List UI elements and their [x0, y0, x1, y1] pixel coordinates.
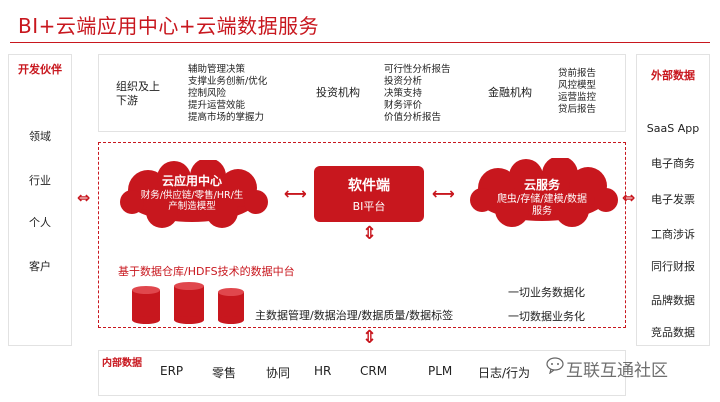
- double-arrow-icon: ⟷: [284, 184, 307, 203]
- institution-point: 控制风险: [188, 88, 227, 99]
- institution-name: 金融机构: [488, 86, 532, 99]
- data-slogan-2: 一切数据业务化: [508, 310, 585, 323]
- internal-system-item: ERP: [160, 364, 184, 378]
- page-title: BI+云端应用中心+云端数据服务: [18, 14, 320, 38]
- cloud-apps-label: 云应用中心 财务/供应链/零售/HR/生产制造模型: [124, 172, 260, 212]
- platform-panel: [98, 142, 626, 328]
- cloud-service-shape: [470, 158, 618, 227]
- internal-system-item: CRM: [360, 364, 388, 378]
- cloud-apps-shape: [120, 160, 268, 228]
- external-item: 工商涉诉: [651, 228, 695, 241]
- institution-point: 提升运营效能: [188, 100, 246, 111]
- partner-item: 领域: [29, 130, 51, 143]
- institution-point: 风控模型: [558, 80, 597, 91]
- double-arrow-icon: ⇔: [622, 188, 636, 207]
- cloud-apps-title: 云应用中心: [161, 174, 222, 188]
- institution-point: 提高市场的掌握力: [188, 112, 265, 123]
- external-item: 电子发票: [651, 193, 695, 206]
- institution-point: 支撑业务创新/优化: [188, 76, 268, 87]
- external-item: 品牌数据: [651, 294, 695, 307]
- software-core-box: 软件端 BI平台: [314, 166, 424, 222]
- double-arrow-icon: ⇔: [77, 188, 91, 207]
- software-subtitle: BI平台: [352, 200, 386, 213]
- internal-data-label: 内部数据: [102, 358, 142, 369]
- external-item: 同行财报: [651, 260, 695, 273]
- external-item: SaaS App: [646, 122, 700, 135]
- vertical-double-arrow-icon: ⇕: [362, 327, 378, 348]
- institution-points: 贷前报告 风控模型 运营监控 贷后报告: [558, 68, 596, 116]
- institution-point: 运营监控: [558, 92, 597, 103]
- institutions-panel: [98, 54, 626, 132]
- institution-points: 可行性分析报告 投资分析 决策支持 财务评价 价值分析报告: [384, 64, 451, 124]
- cloud-apps-desc: 财务/供应链/零售/HR/生产制造模型: [140, 190, 244, 212]
- external-label: 外部数据: [651, 69, 695, 82]
- institution-point: 可行性分析报告: [384, 64, 451, 75]
- partner-item: 个人: [29, 216, 51, 229]
- partner-item: 行业: [29, 174, 51, 187]
- internal-system-item: 日志/行为: [478, 366, 531, 380]
- database-cylinders-icon: [132, 282, 244, 324]
- external-panel: [636, 54, 710, 346]
- internal-data-panel: [98, 350, 626, 396]
- institution-point: 贷后报告: [558, 104, 597, 115]
- institution-point: 辅助管理决策: [188, 64, 246, 75]
- institution-name: 组织及上下游: [116, 80, 160, 107]
- software-title: 软件端: [348, 178, 390, 194]
- internal-system-item: 零售: [212, 366, 237, 380]
- internal-system-item: PLM: [428, 364, 453, 378]
- institution-name: 投资机构: [316, 86, 360, 99]
- partner-item: 客户: [29, 260, 51, 273]
- institution-point: 贷前报告: [558, 68, 597, 79]
- double-arrow-icon: ⟷: [432, 184, 455, 203]
- watermark-text: 互联互通社区: [566, 361, 668, 381]
- cloud-service-label: 云服务 爬虫/存储/建模/数据服务: [478, 176, 606, 218]
- data-slogan-1: 一切业务数据化: [508, 286, 585, 299]
- cloud-service-desc: 爬虫/存储/建模/数据服务: [496, 194, 588, 217]
- institution-points: 辅助管理决策 支撑业务创新/优化 控制风险 提升运营效能 提高市场的掌握力: [188, 64, 267, 124]
- cloud-service-title: 云服务: [523, 178, 560, 192]
- partners-panel: [8, 54, 72, 346]
- vertical-double-arrow-icon: ⇕: [362, 223, 378, 244]
- external-item: 竞品数据: [651, 326, 695, 339]
- institution-point: 决策支持: [384, 88, 423, 99]
- internal-system-item: HR: [314, 364, 332, 378]
- data-platform-label: 基于数据仓库/HDFS技术的数据中台: [118, 265, 295, 278]
- title-underline: [10, 42, 710, 43]
- chat-bubble-icon: [546, 357, 564, 374]
- institution-point: 投资分析: [384, 76, 423, 87]
- data-governance-text: 主数据管理/数据治理/数据质量/数据标签: [255, 309, 454, 322]
- institution-point: 价值分析报告: [384, 112, 442, 123]
- institution-point: 财务评价: [384, 100, 423, 111]
- internal-system-item: 协同: [266, 366, 291, 380]
- external-item: 电子商务: [651, 157, 695, 170]
- partners-label: 开发伙伴: [18, 63, 62, 76]
